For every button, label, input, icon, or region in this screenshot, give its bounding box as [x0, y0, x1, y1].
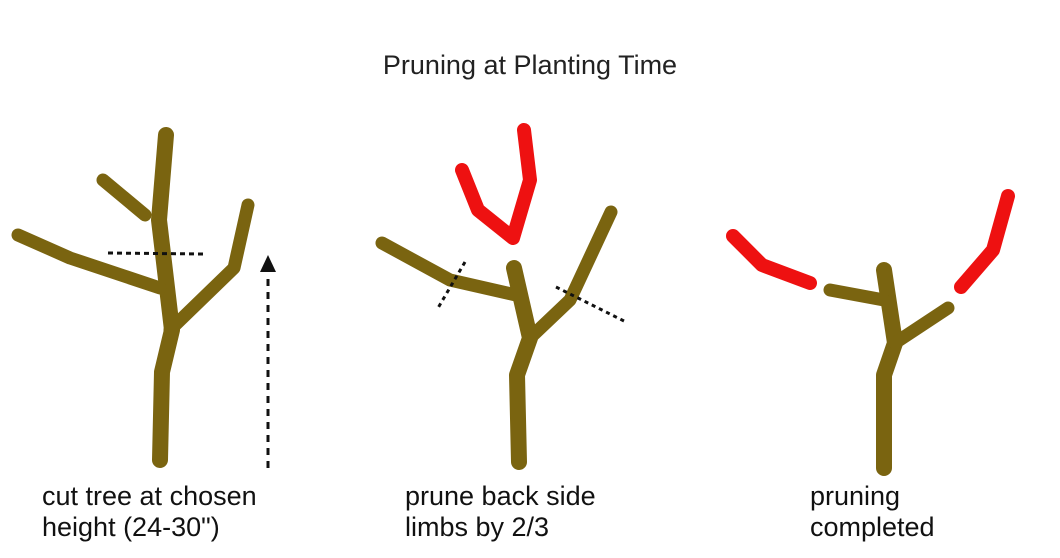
tree-topped: [382, 130, 611, 462]
removed-left-limb-portion: [733, 236, 810, 283]
tree1-upper-side-branch: [103, 180, 145, 215]
height-arrow: [260, 255, 276, 468]
tree2-right-limb: [530, 212, 611, 338]
tree-pruned: [733, 196, 1008, 468]
caption-line-1: prune back side: [405, 481, 596, 512]
tree3-right-limb-stub: [895, 308, 948, 343]
caption-cut-tree: cut tree at chosen height (24-30"): [42, 481, 257, 543]
tree2-left-limb: [382, 243, 516, 295]
caption-prune-side-limbs: prune back side limbs by 2/3: [405, 481, 596, 543]
chosen-height-cut-line: [108, 253, 203, 254]
tree1-left-limb: [18, 235, 160, 288]
tree1-right-limb: [170, 205, 248, 330]
tree1-trunk: [159, 135, 172, 460]
caption-pruning-completed: pruning completed: [810, 481, 935, 543]
height-arrow-head: [260, 255, 276, 272]
caption-line-1: pruning: [810, 481, 935, 512]
caption-line-1: cut tree at chosen: [42, 481, 257, 512]
tree3-left-limb-stub: [830, 290, 884, 300]
removed-right-limb-portion: [961, 196, 1008, 287]
caption-line-2: completed: [810, 512, 935, 543]
caption-line-2: height (24-30"): [42, 512, 257, 543]
caption-line-2: limbs by 2/3: [405, 512, 596, 543]
tree-before-pruning: [18, 135, 248, 460]
removed-leader-top: [462, 130, 530, 238]
